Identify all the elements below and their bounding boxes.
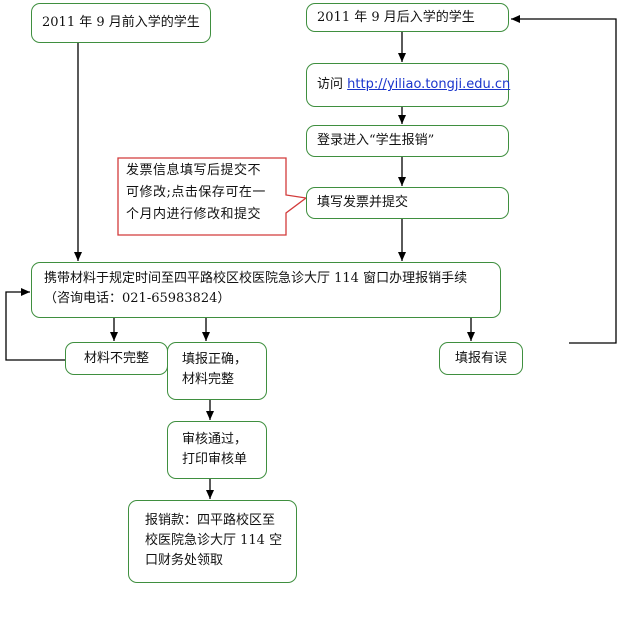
box-login-label: 登录进入“学生报销”: [317, 133, 435, 148]
correct-line-2: 材料完整: [182, 372, 235, 387]
callout-line-3: 个月内进行修改和提交: [126, 207, 262, 222]
callout-invoice-note: 发票信息填写后提交不 可修改;点击保存可在一 个月内进行修改和提交: [126, 160, 278, 226]
arrow-incomplete-loop: [5, 288, 65, 361]
box-after-sep-2011: 2011 年 9 月后入学的学生: [306, 3, 509, 32]
box-before-sep-2011: 2011 年 9 月前入学的学生: [31, 3, 211, 43]
arrow-error-loop: [511, 15, 617, 344]
box-login-student-reimbursement: 登录进入“学生报销”: [306, 125, 509, 157]
payment-line-2: 校医院急诊大厅 114 空: [145, 533, 283, 548]
payment-line-1: 报销款：四平路校区至: [145, 513, 276, 528]
bring-line-1: 携带材料于规定时间至四平路校区校医院急诊大厅 114 窗口办理报销手续: [44, 271, 468, 286]
box-visit-website: 访问 http://yiliao.tongji.edu.cn: [306, 63, 511, 107]
box-incomplete-label: 材料不完整: [83, 350, 149, 366]
box-fill-invoice: 填写发票并提交: [306, 187, 509, 219]
box-error-label: 填报有误: [454, 350, 507, 366]
box-bring-materials: 携带材料于规定时间至四平路校区校医院急诊大厅 114 窗口办理报销手续 （咨询电…: [31, 262, 501, 318]
payment-line-3: 口财务处领取: [145, 553, 224, 568]
approved-line-1: 审核通过，: [182, 432, 248, 447]
box-before-label: 2011 年 9 月前入学的学生: [42, 15, 200, 30]
correct-line-1: 填报正确，: [182, 352, 248, 367]
box-review-approved: 审核通过， 打印审核单: [167, 421, 267, 479]
box-materials-incomplete: 材料不完整: [65, 342, 168, 375]
visit-prefix: 访问: [317, 77, 348, 92]
box-fill-label: 填写发票并提交: [317, 195, 409, 210]
callout-line-2: 可修改;点击保存可在一: [126, 185, 266, 200]
box-after-label: 2011 年 9 月后入学的学生: [317, 9, 475, 25]
yiliao-website-link[interactable]: http://yiliao.tongji.edu.cn: [347, 77, 511, 92]
approved-line-2: 打印审核单: [182, 452, 248, 467]
box-correct-complete: 填报正确， 材料完整: [167, 342, 267, 400]
bring-line-2: （咨询电话：021-65983824）: [44, 291, 231, 306]
callout-shape: [117, 157, 308, 236]
callout-line-1: 发票信息填写后提交不: [126, 163, 262, 178]
box-fill-error: 填报有误: [439, 342, 523, 375]
box-payment-pickup: 报销款：四平路校区至 校医院急诊大厅 114 空 口财务处领取: [128, 500, 297, 583]
